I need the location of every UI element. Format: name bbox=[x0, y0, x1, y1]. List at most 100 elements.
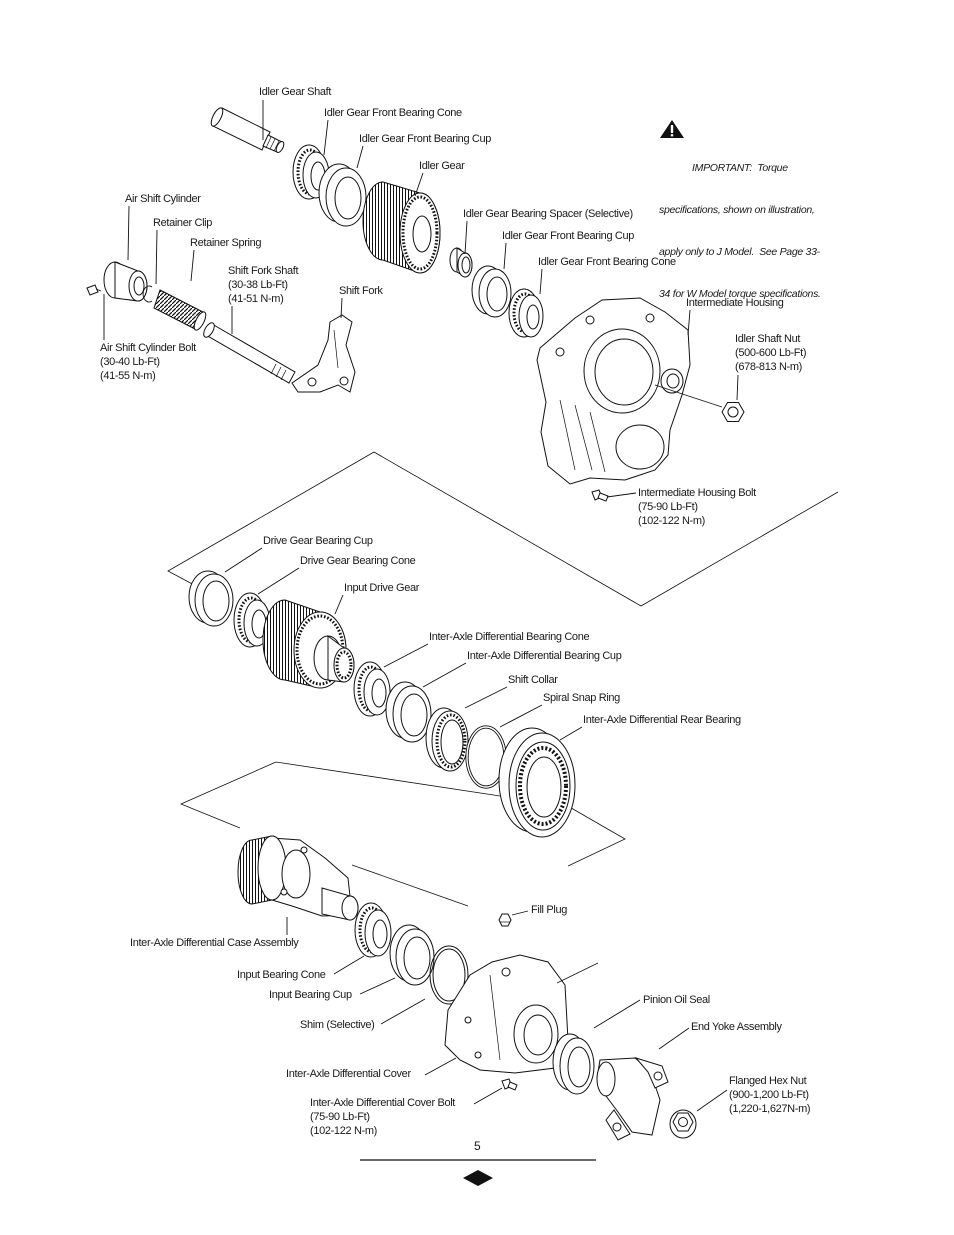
leader-intermediate-housing-bolt bbox=[606, 492, 637, 498]
label-idler-shaft-nut: Idler Shaft Nut (500-600 Lb-Ft) (678-813… bbox=[735, 333, 807, 373]
label-idler-gear-bearing-spacer: Idler Gear Bearing Spacer (Selective) bbox=[463, 208, 633, 220]
intermediate-housing-bolt-part bbox=[591, 489, 609, 502]
retainer-clip-part bbox=[142, 285, 153, 303]
label-iad-case-assembly: Inter-Axle Differential Case Assembly bbox=[130, 937, 299, 949]
important-note-line: apply only to J Model. See Page 33- bbox=[659, 246, 820, 258]
label-shift-fork: Shift Fork bbox=[339, 285, 383, 297]
inter-axle-differential-bearing-cup-part bbox=[385, 681, 432, 743]
important-note-line: specifications, shown on illustration, bbox=[659, 204, 815, 216]
inter-axle-differential-case-assembly-part bbox=[237, 835, 359, 921]
leader-idler-gear-front-bearing-cone-1 bbox=[323, 119, 329, 156]
idler-shaft-nut-part bbox=[721, 402, 745, 422]
retainer-spring-part bbox=[153, 289, 207, 331]
idler-gear-bearing-spacer-part bbox=[449, 247, 473, 278]
leader-iad-cover bbox=[424, 1057, 457, 1076]
leader-flanged-hex-nut bbox=[696, 1089, 728, 1112]
label-idler-gear-front-bearing-cup-2: Idler Gear Front Bearing Cup bbox=[502, 230, 635, 242]
idler-shaft-axis bbox=[654, 384, 723, 408]
leader-lines bbox=[103, 100, 739, 1112]
shift-fork-part bbox=[291, 314, 356, 393]
label-idler-gear-front-bearing-cup-1: Idler Gear Front Bearing Cup bbox=[359, 133, 492, 145]
leader-iad-rear-bearing bbox=[559, 726, 583, 741]
assembly-planes bbox=[167, 451, 839, 907]
label-iad-cover-bolt: Inter-Axle Differential Cover Bolt (75-9… bbox=[310, 1097, 456, 1137]
leader-retainer-clip bbox=[155, 229, 158, 285]
leader-idler-shaft-nut bbox=[736, 374, 739, 401]
label-fill-plug: Fill Plug bbox=[531, 904, 567, 916]
label-iad-bearing-cone: Inter-Axle Differential Bearing Cone bbox=[429, 631, 590, 643]
drive-gear-bearing-cone-part bbox=[233, 592, 271, 648]
label-air-shift-cylinder-bolt: Air Shift Cylinder Bolt (30-40 Lb-Ft) (4… bbox=[100, 342, 196, 382]
label-retainer-clip: Retainer Clip bbox=[153, 217, 213, 229]
important-note-line: 34 for W Model torque specifications. bbox=[659, 288, 821, 300]
leader-idler-gear-front-bearing-cup-1 bbox=[356, 145, 364, 169]
label-retainer-spring: Retainer Spring bbox=[190, 237, 262, 249]
leader-spiral-snap-ring bbox=[499, 704, 543, 728]
footer-diamond-icon bbox=[463, 1170, 493, 1186]
inter-axle-differential-cover-bolt-part bbox=[501, 1078, 518, 1091]
lower-assembly-plane-left bbox=[179, 761, 501, 829]
label-idler-gear-shaft: Idler Gear Shaft bbox=[259, 86, 332, 98]
input-bearing-cone-part bbox=[354, 902, 392, 958]
end-yoke-assembly-part bbox=[596, 1057, 669, 1141]
leader-input-drive-gear bbox=[334, 594, 344, 615]
page-number: 5 bbox=[474, 1139, 481, 1153]
label-intermediate-housing-bolt: Intermediate Housing Bolt (75-90 Lb-Ft) … bbox=[638, 487, 756, 527]
leader-drive-gear-bearing-cup bbox=[224, 547, 263, 573]
input-bearing-cup-part bbox=[389, 924, 435, 986]
important-note: IMPORTANT: Torque specifications, shown … bbox=[659, 119, 849, 329]
drive-gear-bearing-cup-part bbox=[188, 570, 234, 627]
label-idler-gear-front-bearing-cone-1: Idler Gear Front Bearing Cone bbox=[324, 107, 462, 119]
leader-input-bearing-cup bbox=[359, 977, 396, 995]
label-drive-gear-bearing-cone: Drive Gear Bearing Cone bbox=[300, 555, 416, 567]
leader-shift-collar bbox=[464, 686, 508, 709]
leader-air-shift-cylinder bbox=[127, 205, 130, 261]
leader-idler-gear-front-bearing-cone-2 bbox=[539, 268, 543, 295]
label-iad-rear-bearing: Inter-Axle Differential Rear Bearing bbox=[583, 714, 741, 726]
label-flanged-hex-nut: Flanged Hex Nut (900-1,200 Lb-Ft) (1,220… bbox=[729, 1075, 811, 1115]
leader-idler-gear-bearing-spacer bbox=[464, 220, 468, 255]
label-input-bearing-cup: Input Bearing Cup bbox=[269, 989, 352, 1001]
leader-idler-gear bbox=[414, 172, 424, 197]
label-drive-gear-bearing-cup: Drive Gear Bearing Cup bbox=[263, 535, 373, 547]
leader-shim bbox=[380, 998, 426, 1025]
inter-axle-differential-rear-bearing-part bbox=[498, 727, 576, 838]
label-shift-collar: Shift Collar bbox=[508, 674, 558, 686]
label-shift-fork-shaft: Shift Fork Shaft (30-38 Lb-Ft) (41-51 N-… bbox=[228, 265, 299, 305]
label-idler-gear: Idler Gear bbox=[419, 160, 465, 172]
label-intermediate-housing: Intermediate Housing bbox=[686, 297, 784, 309]
label-iad-bearing-cup: Inter-Axle Differential Bearing Cup bbox=[467, 650, 622, 662]
label-shim: Shim (Selective) bbox=[300, 1019, 375, 1031]
flanged-hex-nut-part bbox=[669, 1109, 697, 1139]
lower-assembly-plane-bottom bbox=[351, 864, 469, 907]
label-end-yoke-assembly: End Yoke Assembly bbox=[691, 1021, 782, 1033]
idler-gear-front-bearing-cup-2-part bbox=[471, 265, 512, 318]
leader-idler-gear-front-bearing-cup-2 bbox=[503, 242, 507, 270]
upper-assembly-plane bbox=[167, 451, 839, 607]
important-note-line: IMPORTANT: Torque bbox=[692, 162, 788, 174]
air-shift-cylinder-part bbox=[103, 261, 148, 302]
leader-fill-plug bbox=[511, 910, 529, 916]
leader-pinion-oil-seal bbox=[593, 999, 641, 1029]
label-input-bearing-cone: Input Bearing Cone bbox=[237, 969, 326, 981]
label-spiral-snap-ring: Spiral Snap Ring bbox=[543, 692, 620, 704]
input-drive-gear-part bbox=[262, 599, 355, 689]
shift-fork-shaft-part bbox=[203, 322, 296, 384]
label-pinion-oil-seal: Pinion Oil Seal bbox=[643, 994, 710, 1006]
leader-iad-cover-bolt bbox=[473, 1087, 503, 1105]
inter-axle-differential-bearing-cone-part bbox=[353, 661, 391, 717]
pinion-oil-seal-part bbox=[552, 1033, 595, 1095]
warning-icon bbox=[660, 120, 684, 138]
label-input-drive-gear: Input Drive Gear bbox=[344, 582, 420, 594]
leader-iad-bearing-cup bbox=[422, 662, 467, 688]
leader-retainer-spring bbox=[190, 249, 195, 282]
shift-collar-part bbox=[425, 707, 469, 772]
leader-input-bearing-cone bbox=[333, 955, 365, 975]
idler-gear-part bbox=[362, 181, 441, 274]
leader-drive-gear-bearing-cone bbox=[257, 567, 300, 595]
label-idler-gear-front-bearing-cone-2: Idler Gear Front Bearing Cone bbox=[538, 256, 676, 268]
fill-plug-part bbox=[498, 913, 512, 927]
idler-gear-shaft-part bbox=[210, 107, 285, 154]
label-iad-cover: Inter-Axle Differential Cover bbox=[286, 1068, 411, 1080]
